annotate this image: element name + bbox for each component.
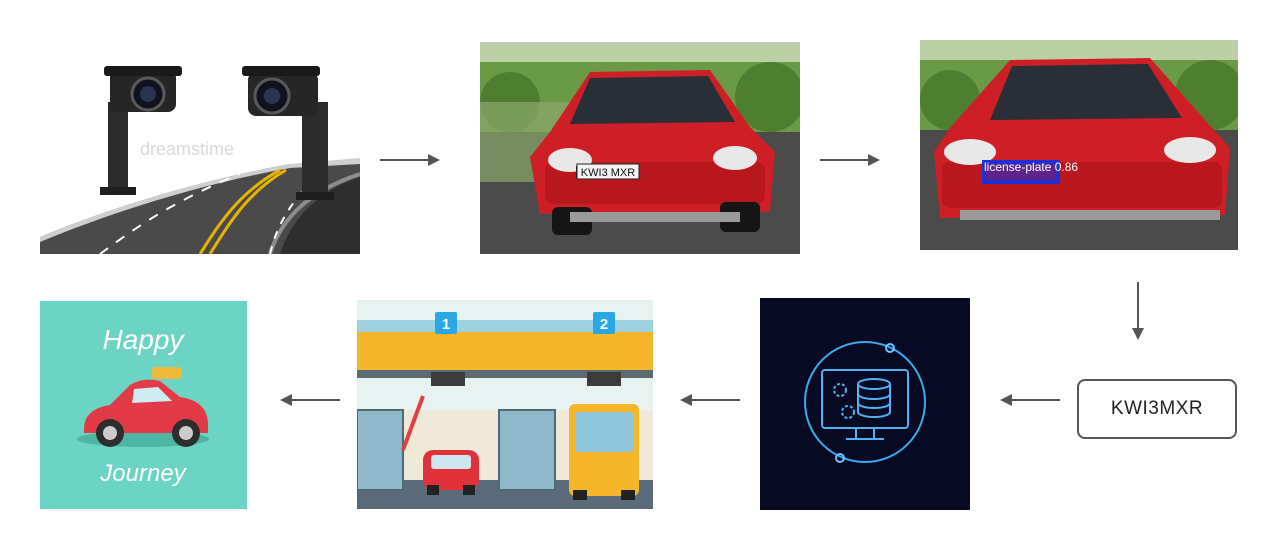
yellow-bus-icon bbox=[569, 404, 639, 500]
arrow-left-3 bbox=[280, 394, 340, 406]
detection-label: license-plate 0.86 bbox=[984, 160, 1078, 174]
lane-2-label: 2 bbox=[600, 316, 608, 333]
recognized-plate-text: KWI3MXR bbox=[1110, 398, 1204, 419]
car-photo: KWI3 MXR bbox=[480, 42, 800, 254]
detection-box bbox=[982, 160, 1060, 184]
database-server-image bbox=[760, 298, 970, 510]
arrow-right-1 bbox=[380, 154, 440, 166]
camera-road-image: dreamstime bbox=[40, 52, 360, 254]
plate-detection-image: license-plate 0.86 bbox=[920, 40, 1238, 250]
right-camera-icon bbox=[242, 66, 320, 116]
greeting-line-1: Happy bbox=[103, 324, 186, 355]
red-car-icon bbox=[423, 450, 479, 495]
database-icon bbox=[804, 341, 926, 463]
plate-text: KWI3 MXR bbox=[581, 167, 635, 179]
toll-booth-image: 1 2 bbox=[357, 300, 653, 509]
recognized-plate-box: KWI3MXR bbox=[1077, 379, 1237, 439]
watermark-text: dreamstime bbox=[140, 139, 234, 159]
arrow-left-2 bbox=[680, 394, 740, 406]
arrow-down bbox=[1132, 282, 1144, 340]
happy-journey-image: Happy Journey bbox=[40, 301, 247, 509]
vintage-car-icon bbox=[84, 367, 208, 447]
arrow-right-2 bbox=[820, 154, 880, 166]
arrow-left-1 bbox=[1000, 394, 1060, 406]
left-camera-icon bbox=[104, 66, 182, 112]
greeting-line-2: Journey bbox=[99, 460, 187, 487]
lane-1-label: 1 bbox=[442, 316, 450, 333]
